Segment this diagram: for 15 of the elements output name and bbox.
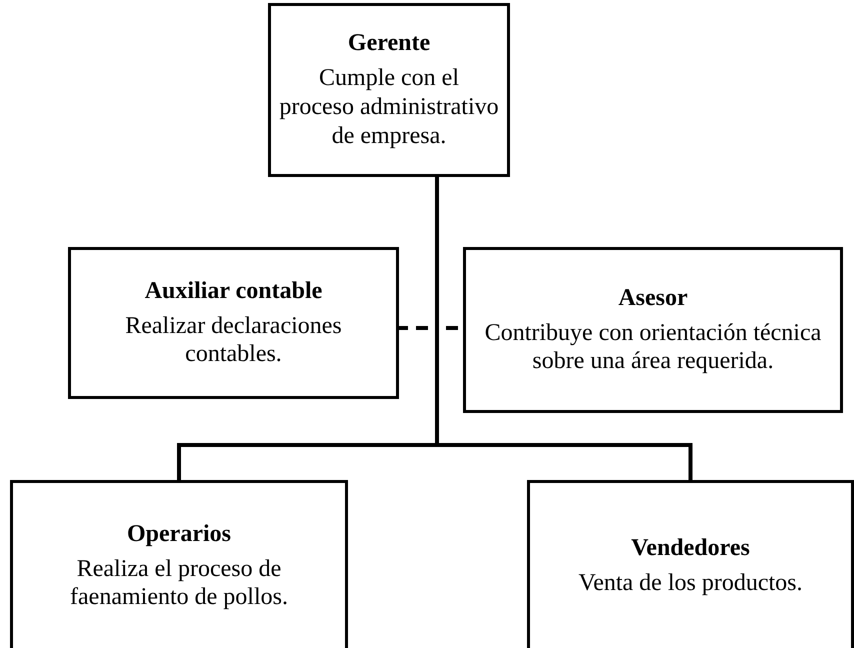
role-description: Realiza el proceso de faenamiento de pollos. (69, 554, 289, 612)
role-title: Asesor (618, 284, 688, 313)
role-box (527, 480, 854, 648)
role-description: Cumple con el proceso administrativo de empresa. (279, 64, 499, 151)
role-description: Venta de los productos. (578, 569, 802, 598)
role-title: Vendedores (631, 534, 750, 563)
role-title: Gerente (348, 29, 430, 58)
role-description: Realizar declaraciones contables. (124, 312, 343, 370)
role-box (463, 247, 843, 413)
role-title: Auxiliar contable (144, 276, 322, 306)
role-title: Operarios (127, 520, 231, 549)
role-box (10, 480, 348, 648)
role-box (268, 3, 510, 177)
role-box (68, 247, 399, 399)
role-description: Contribuye con orientación técnica sobre una área requerida. (484, 318, 822, 376)
